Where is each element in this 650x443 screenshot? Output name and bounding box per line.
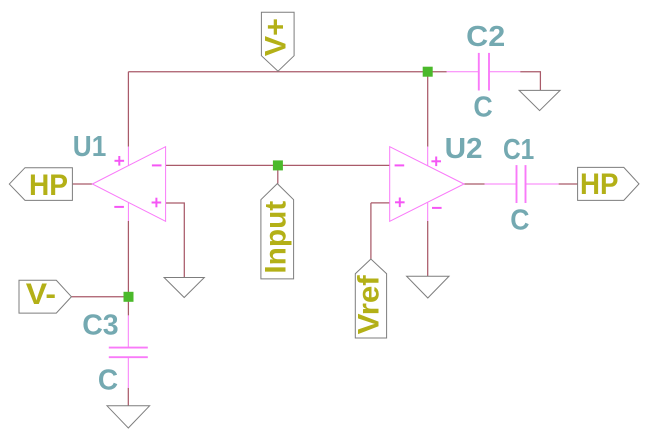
svg-text:U2: U2 bbox=[445, 133, 483, 165]
svg-text:V+: V+ bbox=[260, 18, 293, 56]
svg-text:Vref: Vref bbox=[352, 275, 385, 334]
svg-text:C: C bbox=[510, 204, 529, 236]
svg-text:HP: HP bbox=[580, 168, 618, 201]
svg-text:V-: V- bbox=[26, 278, 56, 311]
svg-text:C: C bbox=[98, 365, 118, 397]
svg-text:C3: C3 bbox=[82, 310, 118, 342]
svg-text:C2: C2 bbox=[466, 21, 505, 53]
svg-text:C1: C1 bbox=[503, 134, 534, 166]
svg-text:Input: Input bbox=[260, 201, 293, 274]
svg-text:C: C bbox=[473, 92, 492, 124]
svg-text:HP: HP bbox=[29, 169, 68, 202]
svg-text:U1: U1 bbox=[73, 131, 107, 163]
